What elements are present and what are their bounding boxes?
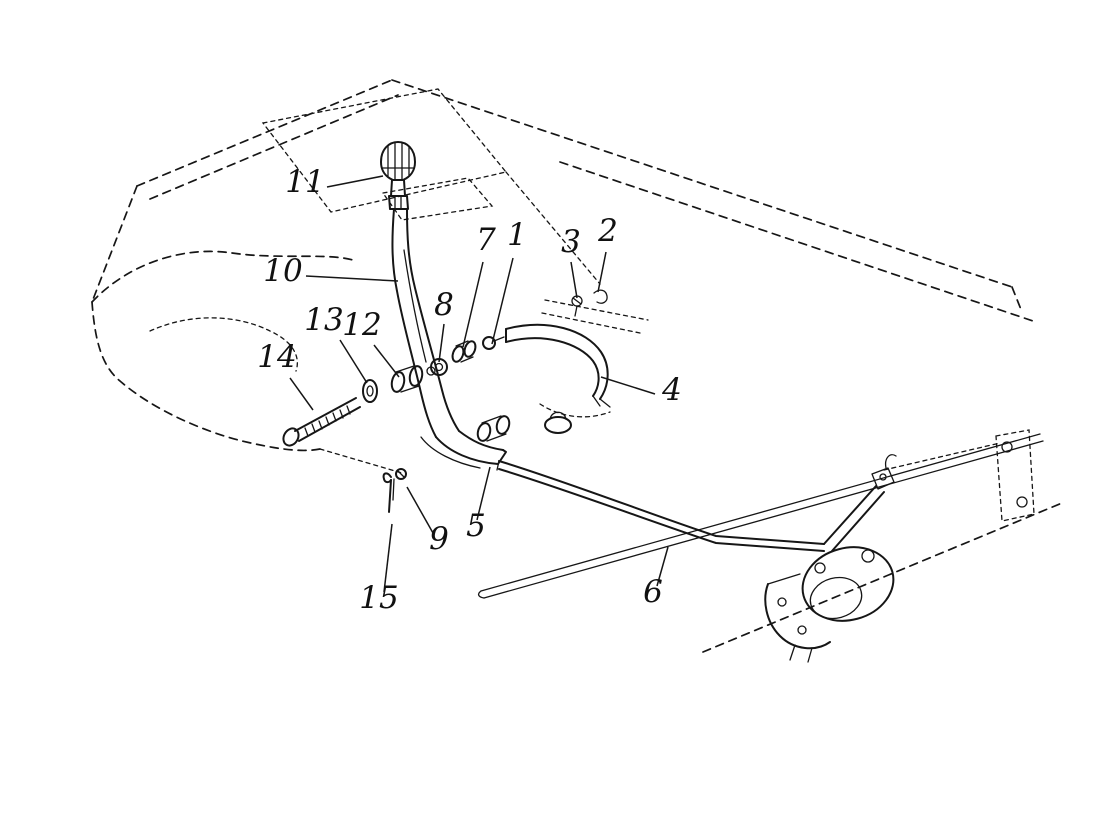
chassis-top-outline	[136, 79, 1037, 334]
leader-14	[289, 377, 314, 411]
leader-13	[339, 339, 368, 384]
callout-9: 9	[429, 521, 449, 557]
leader-3	[570, 261, 578, 299]
callout-7: 7	[476, 222, 496, 258]
ferrule	[476, 415, 511, 442]
callout-2: 2	[597, 213, 618, 249]
callout-13: 13	[304, 302, 343, 338]
leader-8	[438, 323, 445, 363]
frame-rails	[477, 433, 1063, 653]
callout-11: 11	[285, 164, 324, 200]
callout-15: 15	[359, 580, 398, 616]
leader-2	[597, 251, 607, 293]
leader-10	[305, 275, 399, 282]
transaxle-assembly	[764, 454, 897, 663]
shift-lever	[380, 141, 507, 469]
leader-4	[600, 376, 656, 395]
pivot-bolt	[395, 468, 407, 480]
pivot-hardware	[430, 289, 608, 376]
leader-7	[462, 261, 484, 348]
callout-8: 8	[434, 287, 454, 323]
leader-15	[383, 523, 393, 593]
leader-9	[406, 486, 434, 534]
leader-1	[491, 257, 514, 345]
leader-lines	[289, 175, 669, 593]
callout-10: 10	[263, 253, 302, 289]
callout-6: 6	[643, 574, 663, 610]
shift-rod	[496, 460, 825, 552]
cotter-pin	[382, 472, 395, 513]
callout-3: 3	[561, 224, 581, 260]
callout-5: 5	[466, 508, 486, 544]
washers-and-bolt	[282, 365, 424, 447]
leader-6	[656, 546, 669, 587]
callout-labels: 11 10 7 1 3 2 8 13 12 14 4 9 5 15 6	[257, 164, 682, 616]
right-bracket	[995, 429, 1035, 522]
leader-5	[476, 466, 491, 521]
leader-12	[373, 344, 400, 378]
callout-1: 1	[507, 217, 527, 253]
callout-4: 4	[661, 372, 682, 408]
callout-12: 12	[342, 307, 381, 343]
callout-14: 14	[257, 339, 296, 375]
fender-outline	[91, 185, 403, 474]
bracket-strap	[505, 323, 611, 434]
leader-11	[326, 175, 384, 188]
